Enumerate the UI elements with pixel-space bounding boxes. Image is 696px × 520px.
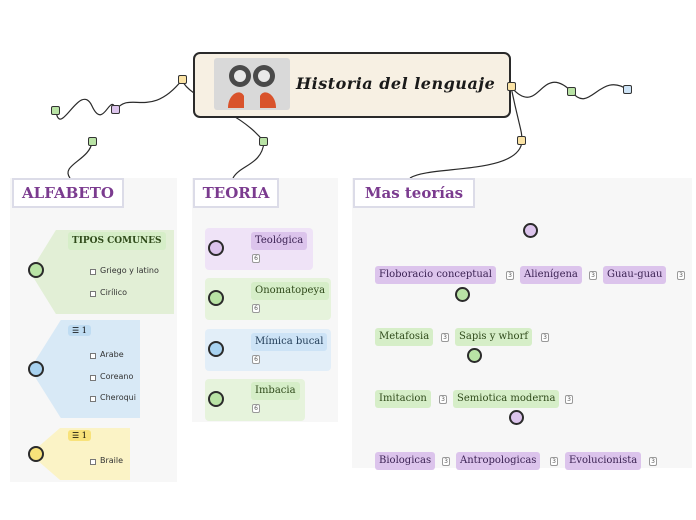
alfabeto-header[interactable]: ALFABETO [12,178,124,208]
theory-node[interactable]: Biologicas [375,452,436,470]
teoria-header[interactable]: TEORIA [193,178,279,208]
theory-node[interactable]: Guau-guau [603,266,667,284]
mas-teorias-header[interactable]: Mas teorías [353,178,475,208]
link-node-square[interactable] [178,75,187,84]
list-item[interactable]: Cirílico [100,288,128,297]
group-label[interactable]: ☰ 1 [68,430,91,441]
theory-node[interactable]: Metafosia [375,328,434,346]
count-badge: 6 [252,304,260,313]
mas-teorias-panel [352,178,692,468]
link-node-square[interactable] [259,137,268,146]
count-badge: 3 [550,457,558,466]
group-handle[interactable] [28,262,44,278]
link-node-square[interactable] [517,136,526,145]
node-handle[interactable] [208,341,224,357]
count-badge: 3 [439,395,447,404]
tree-root-handle[interactable] [523,223,538,238]
count-badge: 6 [252,355,260,364]
group-handle[interactable] [28,361,44,377]
link-node-square[interactable] [51,106,60,115]
checkbox[interactable] [90,396,96,402]
link-node-square[interactable] [111,105,120,114]
count-badge: 3 [541,333,549,342]
count-badge: 6 [252,254,260,263]
count-badge: 3 [506,271,514,280]
list-item[interactable]: Braile [100,456,124,465]
list-item[interactable]: Griego y latino [100,266,159,275]
tree-handle[interactable] [467,348,482,363]
checkbox[interactable] [90,291,96,297]
node-handle[interactable] [208,391,224,407]
count-badge: 3 [589,271,597,280]
theory-node[interactable]: Alienígena [520,266,582,284]
checkbox[interactable] [90,353,96,359]
checkbox[interactable] [90,459,96,465]
tree-handle[interactable] [509,410,524,425]
list-item[interactable]: Arabe [100,350,124,359]
theory-node[interactable]: Floboracio conceptual [375,266,496,284]
link-node-square[interactable] [507,82,516,91]
count-badge: 3 [677,271,685,280]
theory-node[interactable]: Evolucionista [565,452,642,470]
link-node-square[interactable] [88,137,97,146]
count-badge: 3 [565,395,573,404]
list-item[interactable]: Coreano [100,372,134,381]
group-label[interactable]: ☰ 1 [68,325,91,336]
node-handle[interactable] [208,240,224,256]
checkbox[interactable] [90,269,96,275]
tree-handle[interactable] [455,287,470,302]
count-badge: 3 [441,333,449,342]
count-badge: 6 [252,404,260,413]
group-label[interactable]: TIPOS COMUNES [68,232,166,250]
brain-speech-icon [214,58,290,110]
link-node-square[interactable] [567,87,576,96]
link-node-square[interactable] [623,85,632,94]
teoria-item[interactable]: Onomatopeya [251,282,330,300]
teoria-item[interactable]: Imbacia [251,382,300,400]
theory-node[interactable]: Sapis y whorf [455,328,533,346]
theory-node[interactable]: Antropologicas [456,452,541,470]
list-item[interactable]: Cheroqui [100,393,136,402]
count-badge: 3 [649,457,657,466]
teoria-item[interactable]: Mímica bucal [251,333,328,351]
theory-node[interactable]: Semiotica moderna [453,390,560,408]
checkbox[interactable] [90,375,96,381]
theory-node[interactable]: Imitacion [375,390,431,408]
teoria-item[interactable]: Teológica [251,232,308,250]
group-handle[interactable] [28,446,44,462]
count-badge: 3 [442,457,450,466]
node-handle[interactable] [208,290,224,306]
central-title: Historia del lenguaje [296,74,496,93]
